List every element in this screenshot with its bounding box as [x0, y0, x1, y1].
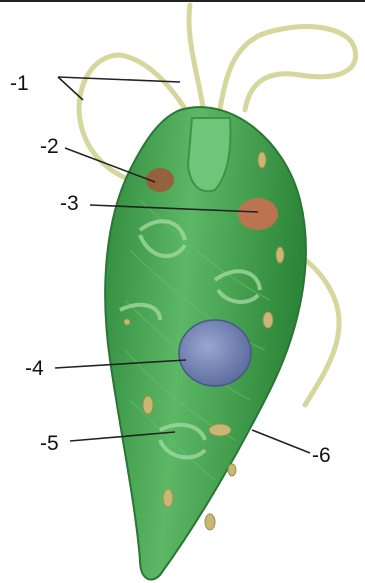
label-6: -6: [312, 444, 331, 467]
nucleus: [179, 320, 251, 386]
label-5: -5: [40, 432, 59, 455]
flagellum-second: [218, 27, 356, 120]
label-2: -2: [40, 135, 59, 158]
label-1: -1: [10, 72, 29, 95]
contractile-vacuole: [238, 198, 278, 230]
label-4: -4: [25, 357, 44, 380]
top-border: [0, 0, 365, 2]
label-3: -3: [60, 192, 79, 215]
